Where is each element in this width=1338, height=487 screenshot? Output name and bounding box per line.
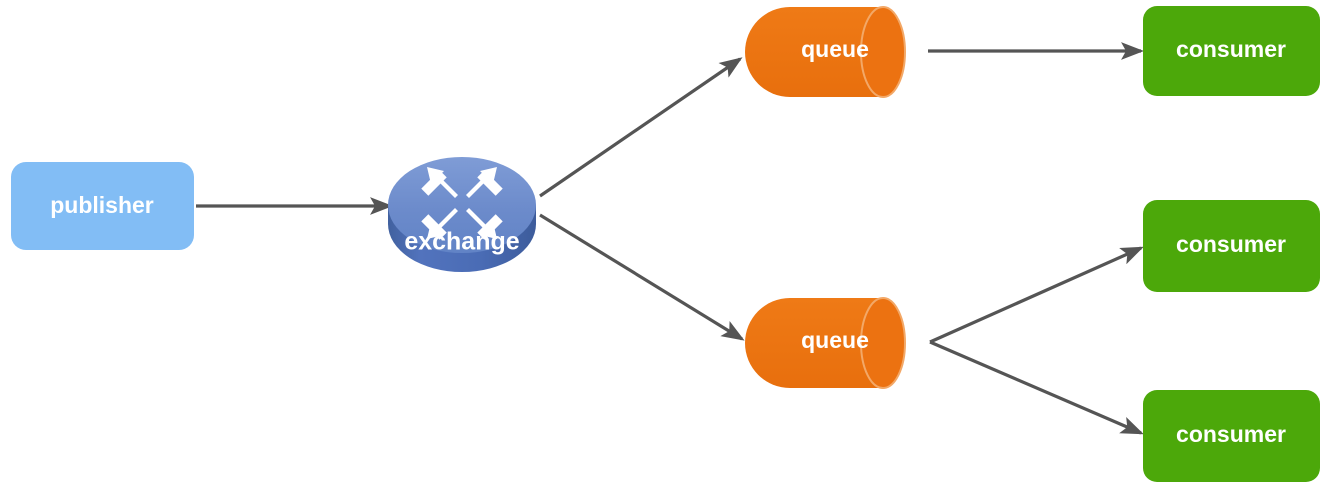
node-publisher[interactable]: publisher [11,162,194,250]
node-consumer-1[interactable]: consumer [1143,6,1320,96]
publisher-label: publisher [50,192,154,218]
queue-top-end-cap [860,6,906,98]
consumer-2-box[interactable] [1143,200,1320,292]
queue-bottom-end-cap [860,297,906,389]
node-consumer-2[interactable]: consumer [1143,200,1320,292]
consumer-3-label: consumer [1176,421,1286,447]
queue-top-label: queue [801,36,869,62]
exchange-label: exchange [404,228,519,256]
node-exchange[interactable]: exchange [388,157,536,272]
node-queue-bottom[interactable]: queue [745,297,906,389]
edge-exchange-to-queue-bottom [539,213,745,341]
publisher-box[interactable] [11,162,194,250]
four-way-arrows-icon [421,167,503,240]
consumer-1-label: consumer [1176,36,1286,62]
edge-exchange-to-queue-top [539,57,743,198]
edge-queue-bottom-to-consumer-2 [929,246,1144,344]
consumer-2-label: consumer [1176,231,1286,257]
consumer-3-box[interactable] [1143,390,1320,482]
consumer-1-box[interactable] [1143,6,1320,96]
node-consumer-3[interactable]: consumer [1143,390,1320,482]
edges-layer [196,42,1145,435]
node-queue-top[interactable]: queue [745,6,906,98]
exchange-top-face [388,157,536,253]
queue-bottom-label: queue [801,327,869,353]
edge-queue-bottom-to-consumer-3 [929,340,1144,435]
